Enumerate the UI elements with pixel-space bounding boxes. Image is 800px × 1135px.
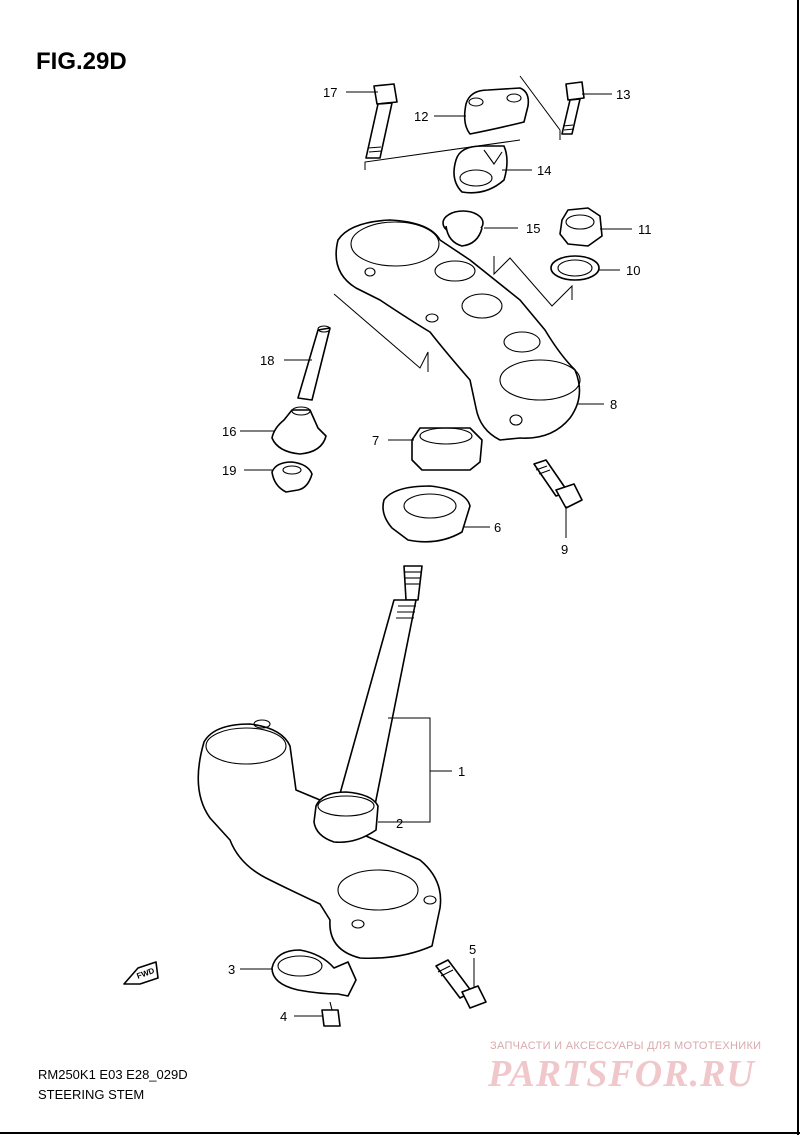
part-label-1: 1 bbox=[458, 764, 465, 779]
frame-border-bottom bbox=[0, 1132, 800, 1134]
part-11-nut bbox=[559, 207, 603, 247]
part-3-clamp bbox=[271, 949, 357, 997]
part-label-15: 15 bbox=[526, 221, 540, 236]
part-label-14: 14 bbox=[537, 163, 551, 178]
part-label-2: 2 bbox=[396, 816, 403, 831]
part-label-18: 18 bbox=[260, 353, 274, 368]
leader-lines bbox=[240, 91, 632, 1017]
model-code: RM250K1 E03 E28_029D bbox=[38, 1067, 188, 1082]
part-1-steering-stem bbox=[197, 565, 442, 960]
figure-subtitle: STEERING STEM bbox=[38, 1087, 145, 1102]
part-17-bolt bbox=[365, 83, 398, 159]
figure-title: FIG.29D bbox=[36, 48, 127, 75]
part-label-19: 19 bbox=[222, 463, 236, 478]
part-label-5: 5 bbox=[469, 942, 476, 957]
part-5-bolt bbox=[435, 959, 487, 1009]
part-14-holder-base bbox=[453, 145, 508, 194]
part-18-pin bbox=[297, 325, 331, 401]
bracket-group-line bbox=[333, 293, 429, 372]
part-label-17: 17 bbox=[323, 85, 337, 100]
part-6-seal bbox=[382, 485, 471, 543]
part-label-4: 4 bbox=[280, 1009, 287, 1024]
part-label-12: 12 bbox=[414, 109, 428, 124]
part-label-3: 3 bbox=[228, 962, 235, 977]
part-19-collar bbox=[271, 461, 313, 493]
part-12-holder-cap bbox=[463, 87, 530, 135]
part-label-9: 9 bbox=[561, 542, 568, 557]
part-13-bolt bbox=[561, 81, 585, 135]
watermark-tagline: ЗАПЧАСТИ И АКСЕССУАРЫ ДЛЯ МОТОТЕХНИКИ bbox=[490, 1040, 762, 1052]
watermark-logo: PARTSFOR.RU bbox=[488, 1053, 755, 1095]
part-9-bolt bbox=[533, 459, 583, 509]
part-8-upper-bracket bbox=[335, 219, 581, 441]
part-7-nut bbox=[411, 427, 483, 471]
bracket-group-line bbox=[519, 75, 561, 140]
part-label-8: 8 bbox=[610, 397, 617, 412]
part-label-7: 7 bbox=[372, 433, 379, 448]
part-15-cushion bbox=[442, 210, 484, 247]
frame-border-right bbox=[797, 0, 799, 1135]
part-label-10: 10 bbox=[626, 263, 640, 278]
part-label-16: 16 bbox=[222, 424, 236, 439]
part-2-bearing bbox=[313, 791, 379, 844]
part-label-11: 11 bbox=[638, 222, 652, 237]
part-label-13: 13 bbox=[616, 87, 630, 102]
part-16-cushion bbox=[271, 406, 327, 455]
part-10-washer bbox=[550, 255, 600, 281]
bracket-group-line bbox=[493, 256, 573, 307]
part-4-screw bbox=[321, 1001, 341, 1027]
fwd-arrow-icon: FWD bbox=[123, 961, 159, 985]
part-label-6: 6 bbox=[494, 520, 501, 535]
